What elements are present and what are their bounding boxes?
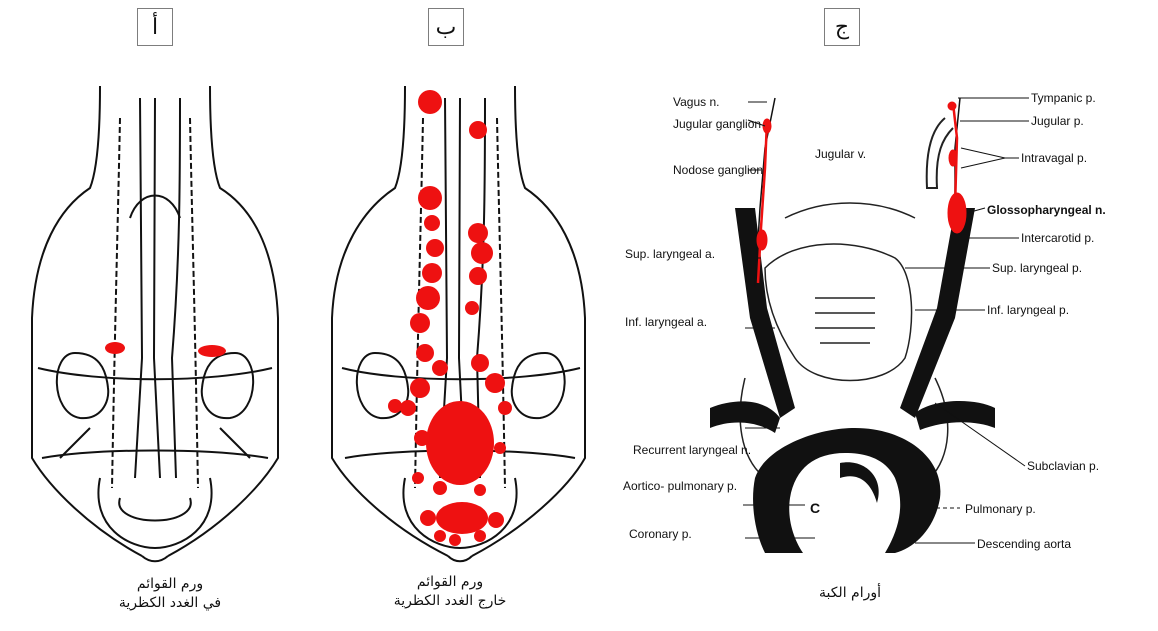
- adrenal-tumor-right: [198, 345, 226, 357]
- panel-a-caption-line2: في الغدد الكظرية: [90, 594, 250, 613]
- torso-b-illustration: [320, 58, 600, 568]
- label-pulmonary: Pulmonary p.: [965, 502, 1036, 516]
- panel-b-caption-line2: خارج الغدد الكظرية: [360, 592, 540, 611]
- adrenal-tumor-left: [105, 342, 125, 354]
- panel-c-caption-line1: أورام الكبة: [790, 584, 910, 603]
- panel-b-caption: ورم القوائم خارج الغدد الكظرية: [360, 573, 540, 611]
- label-subclavian: Subclavian p.: [1027, 459, 1099, 473]
- panel-c-letter: ج: [824, 8, 860, 46]
- panel-b-caption-line1: ورم القوائم: [360, 573, 540, 592]
- label-jugular-ganglion: Jugular ganglion: [673, 117, 761, 131]
- panel-b-letter: ب: [428, 8, 464, 46]
- label-inf-laryngeal-p: Inf. laryngeal p.: [987, 303, 1069, 317]
- panel-a-caption: ورم القوائم في الغدد الكظرية: [90, 575, 250, 613]
- panel-c-caption: أورام الكبة: [790, 584, 910, 603]
- label-intercarotid: Intercarotid p.: [1021, 231, 1094, 245]
- label-sup-laryngeal-p: Sup. laryngeal p.: [992, 261, 1082, 275]
- label-jugular-p: Jugular p.: [1031, 114, 1084, 128]
- label-inf-laryngeal-a: Inf. laryngeal a.: [625, 315, 707, 329]
- label-nodose-ganglion: Nodose ganglion: [673, 163, 763, 177]
- panel-b-extra-adrenal-diagram: [320, 58, 600, 568]
- label-descending: Descending aorta: [977, 537, 1071, 551]
- torso-a-illustration: [20, 58, 290, 568]
- label-vagus: Vagus n.: [673, 95, 719, 109]
- label-aortico: Aortico- pulmonary p.: [623, 479, 737, 493]
- panel-a-letter: أ: [137, 8, 173, 46]
- label-jugular-v: Jugular v.: [815, 147, 866, 161]
- label-coronary: Coronary p.: [629, 527, 692, 541]
- panel-c-glomus-diagram: C Vagus n. Jugular ganglion Nodose gangl…: [615, 58, 1155, 558]
- panel-a-adrenal-diagram: [20, 58, 290, 568]
- glomus-anatomy-illustration: C Vagus n. Jugular ganglion Nodose gangl…: [615, 58, 1155, 558]
- label-tympanic: Tympanic p.: [1031, 91, 1096, 105]
- glomus-tumor-sites: [757, 102, 966, 283]
- label-c-mark: C: [810, 500, 820, 516]
- label-intravagal: Intravagal p.: [1021, 151, 1087, 165]
- label-recurrent: Recurrent laryngeal n.: [633, 443, 751, 457]
- panel-a-caption-line1: ورم القوائم: [90, 575, 250, 594]
- extra-adrenal-tumors: [388, 90, 512, 546]
- label-sup-laryngeal-a: Sup. laryngeal a.: [625, 247, 715, 261]
- label-glossopharyngeal: Glossopharyngeal n.: [987, 203, 1106, 217]
